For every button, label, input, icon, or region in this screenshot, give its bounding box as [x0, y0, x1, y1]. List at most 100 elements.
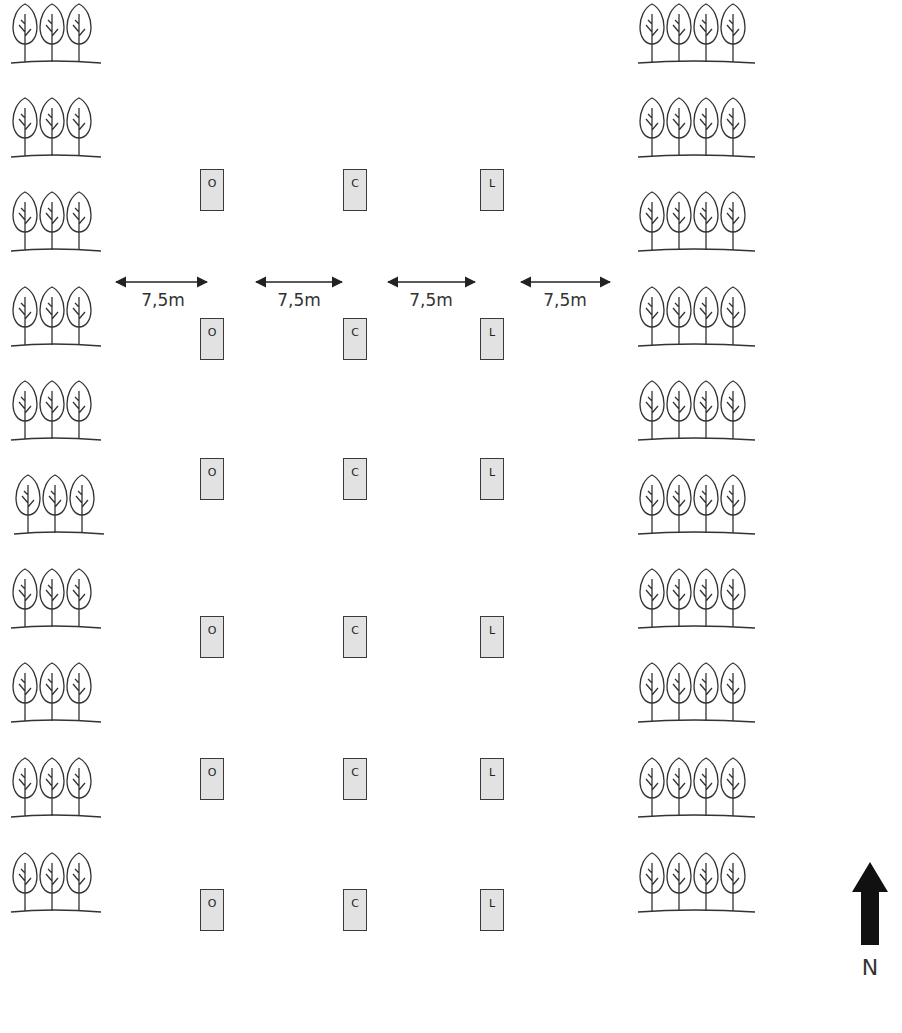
tree — [694, 4, 718, 62]
plot-box: C — [343, 169, 367, 211]
box-letter: L — [489, 890, 495, 909]
tree — [640, 475, 664, 533]
plot-box: O — [200, 458, 224, 500]
tree — [721, 663, 745, 721]
plot-box: C — [343, 616, 367, 658]
tree — [40, 192, 64, 250]
box-letter: C — [351, 890, 359, 909]
tree — [694, 853, 718, 911]
tree — [13, 287, 37, 345]
dimension-arrow — [388, 281, 475, 283]
tree-cluster — [11, 192, 101, 251]
tree-cluster — [638, 569, 755, 628]
tree — [721, 853, 745, 911]
tree-cluster — [638, 4, 755, 63]
tree — [667, 475, 691, 533]
tree-rows — [11, 4, 755, 912]
tree — [640, 381, 664, 439]
tree — [721, 287, 745, 345]
plot-box: C — [343, 758, 367, 800]
tree — [13, 853, 37, 911]
tree — [640, 287, 664, 345]
box-letter: L — [489, 459, 495, 478]
tree — [640, 663, 664, 721]
tree — [640, 569, 664, 627]
tree — [694, 381, 718, 439]
tree — [640, 98, 664, 156]
tree-cluster — [11, 4, 101, 63]
dimension-label: 7,5m — [277, 292, 321, 309]
tree-cluster — [11, 569, 101, 628]
box-letter: L — [489, 617, 495, 636]
tree-cluster — [14, 475, 104, 534]
tree — [40, 569, 64, 627]
tree — [694, 663, 718, 721]
tree — [67, 758, 91, 816]
box-letter: O — [208, 890, 217, 909]
box-letter: C — [351, 459, 359, 478]
dimension-arrow — [116, 281, 207, 283]
tree-cluster — [638, 98, 755, 157]
box-letter: C — [351, 617, 359, 636]
tree — [16, 475, 40, 533]
box-letter: L — [489, 170, 495, 189]
tree-cluster — [11, 381, 101, 440]
tree — [40, 758, 64, 816]
tree — [67, 853, 91, 911]
tree — [694, 569, 718, 627]
plot-box: L — [480, 889, 504, 931]
tree — [13, 758, 37, 816]
tree — [67, 569, 91, 627]
tree — [640, 853, 664, 911]
tree — [694, 192, 718, 250]
plot-box: L — [480, 169, 504, 211]
dimension-arrows — [116, 281, 610, 283]
tree — [40, 98, 64, 156]
tree — [694, 287, 718, 345]
tree — [67, 4, 91, 62]
tree — [721, 98, 745, 156]
tree — [13, 381, 37, 439]
tree — [43, 475, 67, 533]
dimension-label: 7,5m — [409, 292, 453, 309]
north-arrow — [852, 862, 888, 945]
dimension-arrow — [521, 281, 610, 283]
tree — [67, 192, 91, 250]
box-letter: O — [208, 459, 217, 478]
tree-cluster — [638, 475, 755, 534]
tree — [694, 758, 718, 816]
box-letter: C — [351, 319, 359, 338]
tree — [721, 475, 745, 533]
dimension-label: 7,5m — [141, 292, 185, 309]
plot-box: C — [343, 458, 367, 500]
box-letter: O — [208, 319, 217, 338]
tree — [667, 98, 691, 156]
tree — [640, 192, 664, 250]
tree-cluster — [11, 663, 101, 722]
tree — [40, 663, 64, 721]
plot-box: L — [480, 616, 504, 658]
plot-box: L — [480, 318, 504, 360]
box-letter: O — [208, 759, 217, 778]
tree — [67, 287, 91, 345]
tree-cluster — [638, 192, 755, 251]
north-label: N — [862, 957, 878, 979]
box-letter: C — [351, 759, 359, 778]
tree — [721, 4, 745, 62]
plot-box: O — [200, 169, 224, 211]
plot-box: O — [200, 889, 224, 931]
tree-cluster — [11, 758, 101, 817]
tree — [640, 4, 664, 62]
tree — [13, 663, 37, 721]
plot-box: O — [200, 758, 224, 800]
plot-box: L — [480, 758, 504, 800]
tree-cluster — [11, 98, 101, 157]
tree — [667, 381, 691, 439]
tree-cluster — [638, 663, 755, 722]
tree — [13, 569, 37, 627]
tree — [667, 569, 691, 627]
tree — [13, 192, 37, 250]
tree — [667, 853, 691, 911]
